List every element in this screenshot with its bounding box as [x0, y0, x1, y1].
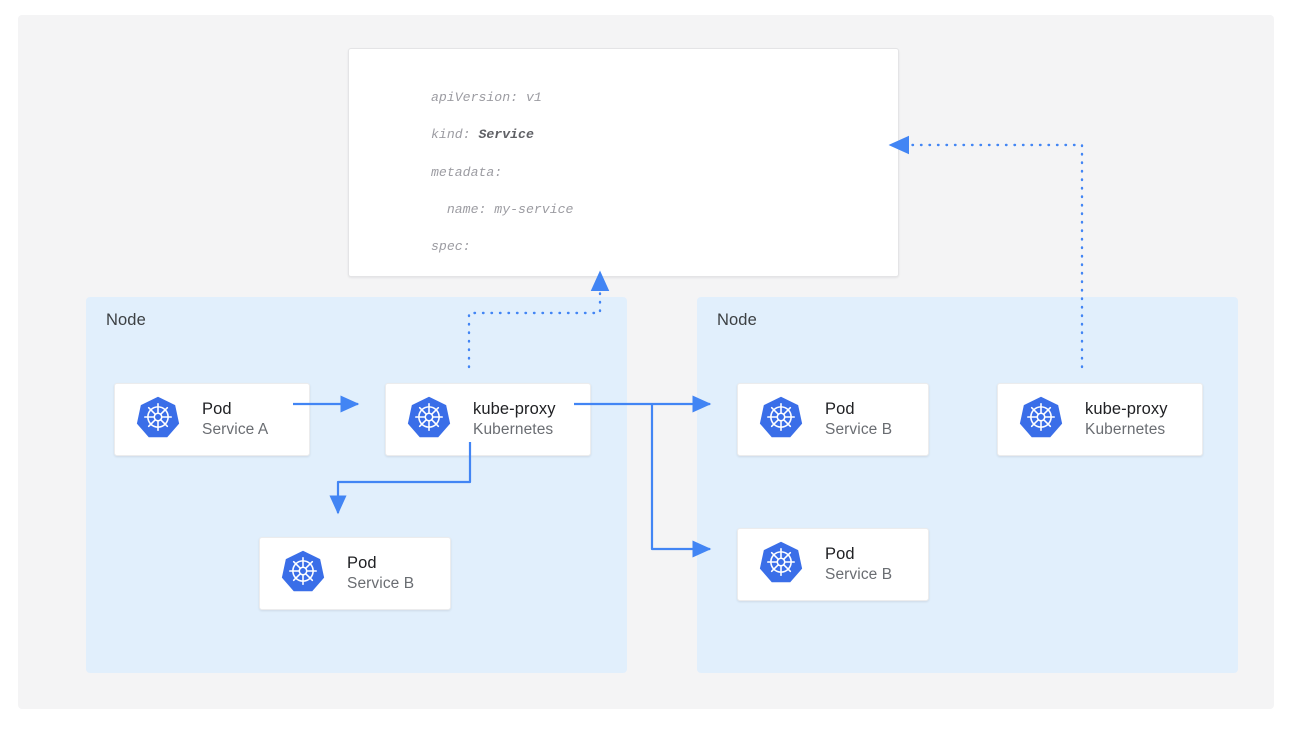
- card-pod-service-b-top-right[interactable]: Pod Service B: [737, 383, 929, 456]
- yaml-line-metadata: metadata:: [431, 164, 503, 180]
- card-subtitle: Kubernetes: [473, 421, 554, 438]
- node-label-left: Node: [106, 311, 146, 329]
- card-text: kube-proxy Kubernetes: [1085, 399, 1168, 440]
- card-title: Pod: [825, 400, 855, 418]
- card-title: kube-proxy: [1085, 400, 1168, 418]
- card-text: Pod Service A: [202, 399, 268, 440]
- card-subtitle: Service B: [347, 575, 415, 592]
- yaml-line-name: name: my-service: [431, 201, 574, 217]
- card-pod-service-b-bottom-right[interactable]: Pod Service B: [737, 528, 929, 601]
- yaml-kind-value: Service: [478, 127, 534, 143]
- yaml-line-internaltrafficpolicy: internalTrafficPolicy: Cluster: [431, 276, 755, 277]
- node-panel-left: Node: [86, 297, 627, 673]
- yaml-line-spec: spec:: [431, 239, 471, 255]
- yaml-line-apiversion: apiVersion: v1: [431, 89, 542, 105]
- card-text: Pod Service B: [825, 399, 892, 440]
- node-label-right: Node: [717, 311, 757, 329]
- kubernetes-icon: [1019, 395, 1063, 444]
- card-subtitle: Service A: [202, 421, 269, 438]
- yaml-kind-prefix: kind:: [431, 127, 479, 143]
- card-kube-proxy-left[interactable]: kube-proxy Kubernetes: [385, 383, 591, 456]
- card-title: Pod: [825, 545, 855, 563]
- card-text: kube-proxy Kubernetes: [473, 399, 556, 440]
- kubernetes-icon: [759, 540, 803, 589]
- card-title: Pod: [202, 400, 232, 418]
- service-spec-card: apiVersion: v1 kind: Service metadata: n…: [348, 48, 899, 277]
- diagram-canvas: apiVersion: v1 kind: Service metadata: n…: [18, 15, 1274, 709]
- card-subtitle: Kubernetes: [1085, 421, 1166, 438]
- card-title: kube-proxy: [473, 400, 556, 418]
- card-pod-service-a[interactable]: Pod Service A: [114, 383, 310, 456]
- yaml-line-kind: kind: Service: [431, 126, 755, 145]
- card-text: Pod Service B: [347, 553, 414, 594]
- kubernetes-icon: [281, 549, 325, 598]
- card-kube-proxy-right[interactable]: kube-proxy Kubernetes: [997, 383, 1203, 456]
- node-panel-right: Node: [697, 297, 1238, 673]
- card-text: Pod Service B: [825, 544, 892, 585]
- kubernetes-icon: [407, 395, 451, 444]
- card-pod-service-b-left[interactable]: Pod Service B: [259, 537, 451, 610]
- kubernetes-icon: [136, 395, 180, 444]
- service-spec-yaml: apiVersion: v1 kind: Service metadata: n…: [431, 70, 755, 277]
- card-title: Pod: [347, 554, 377, 572]
- kubernetes-icon: [759, 395, 803, 444]
- card-subtitle: Service B: [825, 421, 893, 438]
- card-subtitle: Service B: [825, 566, 893, 583]
